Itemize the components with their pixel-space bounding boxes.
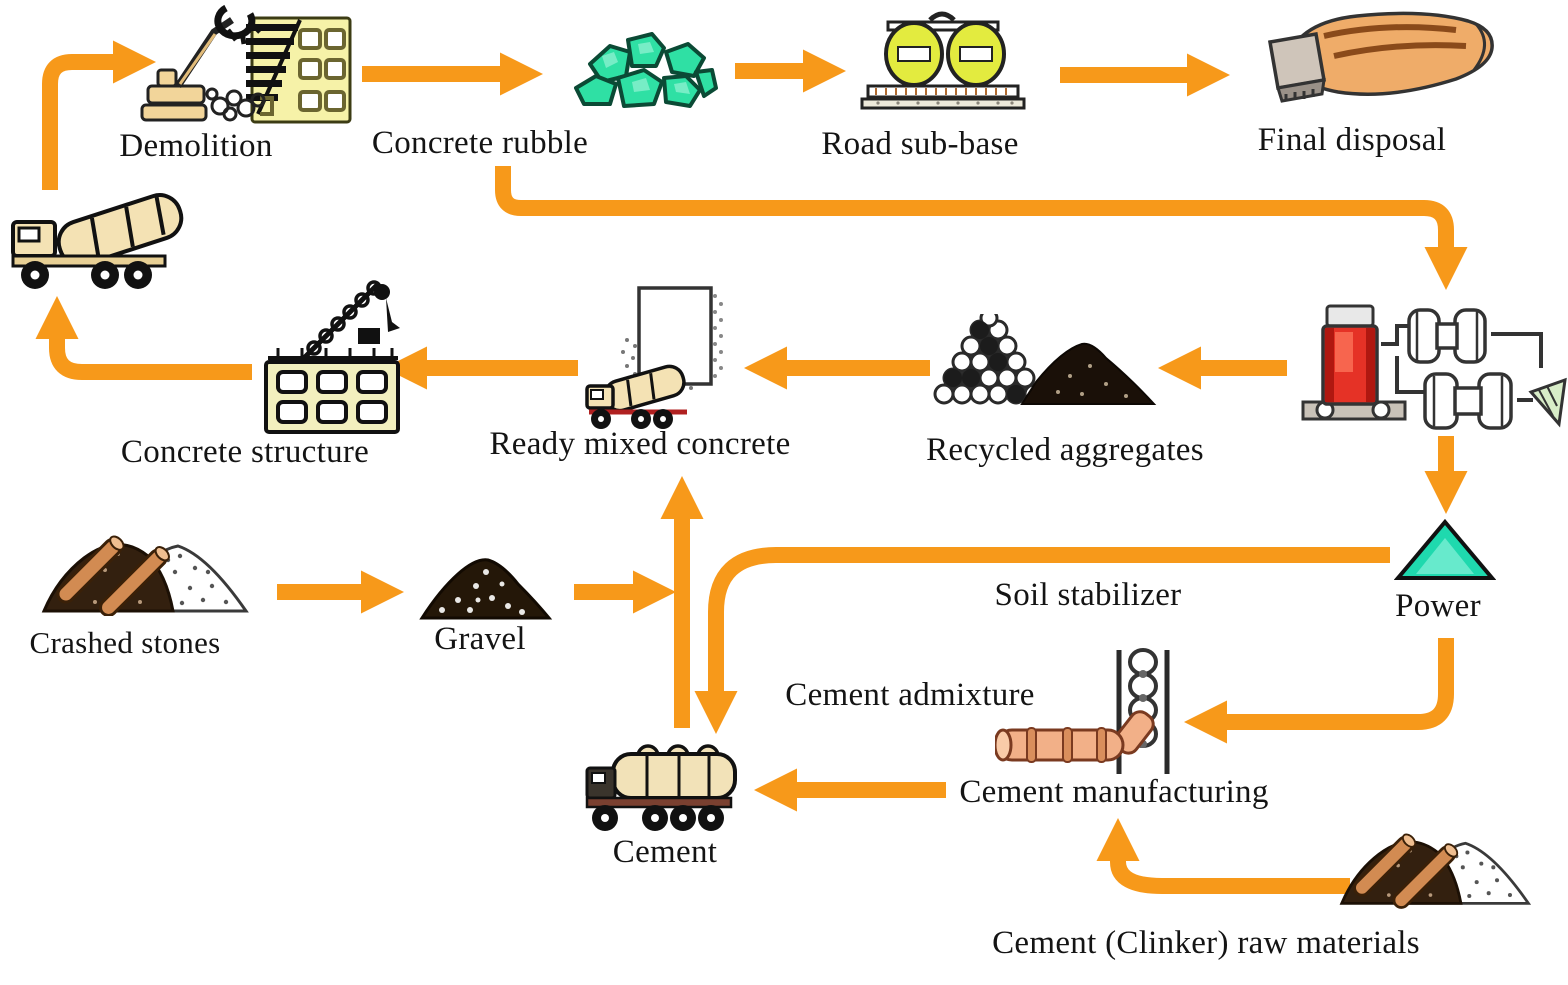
arrow-mixer-truck-to-demolition: [42, 40, 157, 190]
label-cement-admixture: Cement admixture: [785, 677, 1035, 713]
label-concrete-structure: Concrete structure: [120, 434, 370, 470]
power-icon: [1394, 518, 1496, 580]
label-clinker-raw-materials: Cement (Clinker) raw materials: [992, 925, 1420, 961]
mixer-truck-icon: [11, 193, 184, 289]
arrow-rubble-to-crushing-plant: [495, 166, 1468, 291]
cement-truck-icon: [585, 744, 737, 831]
label-final-disposal: Final disposal: [1257, 122, 1447, 158]
recycled-aggregates-icon: [933, 314, 1157, 405]
label-concrete-rubble: Concrete rubble: [371, 125, 589, 161]
arrow-concrete-structure-to-mixer-truck: [35, 295, 252, 380]
label-recycled-aggregates: Recycled aggregates: [926, 432, 1204, 468]
label-crashed-stones: Crashed stones: [29, 625, 221, 660]
road-sub-base-icon: [860, 11, 1026, 110]
ready-mixed-concrete-icon: [585, 286, 723, 429]
demolition-icon: [140, 4, 352, 124]
clinker-raw-materials-icon: [1340, 830, 1530, 912]
concrete-rubble-icon: [574, 32, 718, 108]
arrow-power-to-cement-admixture: [694, 547, 1390, 735]
crusher-machine-icon: [1301, 304, 1567, 430]
label-soil-stabilizer: Soil stabilizer: [994, 577, 1182, 613]
label-cement-manufacturing: Cement manufacturing: [959, 774, 1269, 810]
concrete-structure-icon: [264, 280, 400, 434]
label-gravel: Gravel: [434, 621, 526, 657]
label-ready-mixed-concrete: Ready mixed concrete: [489, 426, 791, 462]
cement-manufacturing-icon: [995, 648, 1170, 774]
label-road-sub-base: Road sub-base: [821, 126, 1019, 162]
gravel-icon: [419, 558, 553, 620]
arrow-power-to-cement-manufacturing: [1183, 638, 1454, 744]
arrow-clinker-to-cement-manufacturing: [1096, 817, 1350, 894]
crashed-stones-icon: [42, 532, 248, 616]
label-cement: Cement: [612, 834, 718, 870]
label-power: Power: [1395, 588, 1481, 624]
label-demolition: Demolition: [119, 128, 273, 164]
final-disposal-icon: [1267, 11, 1494, 103]
